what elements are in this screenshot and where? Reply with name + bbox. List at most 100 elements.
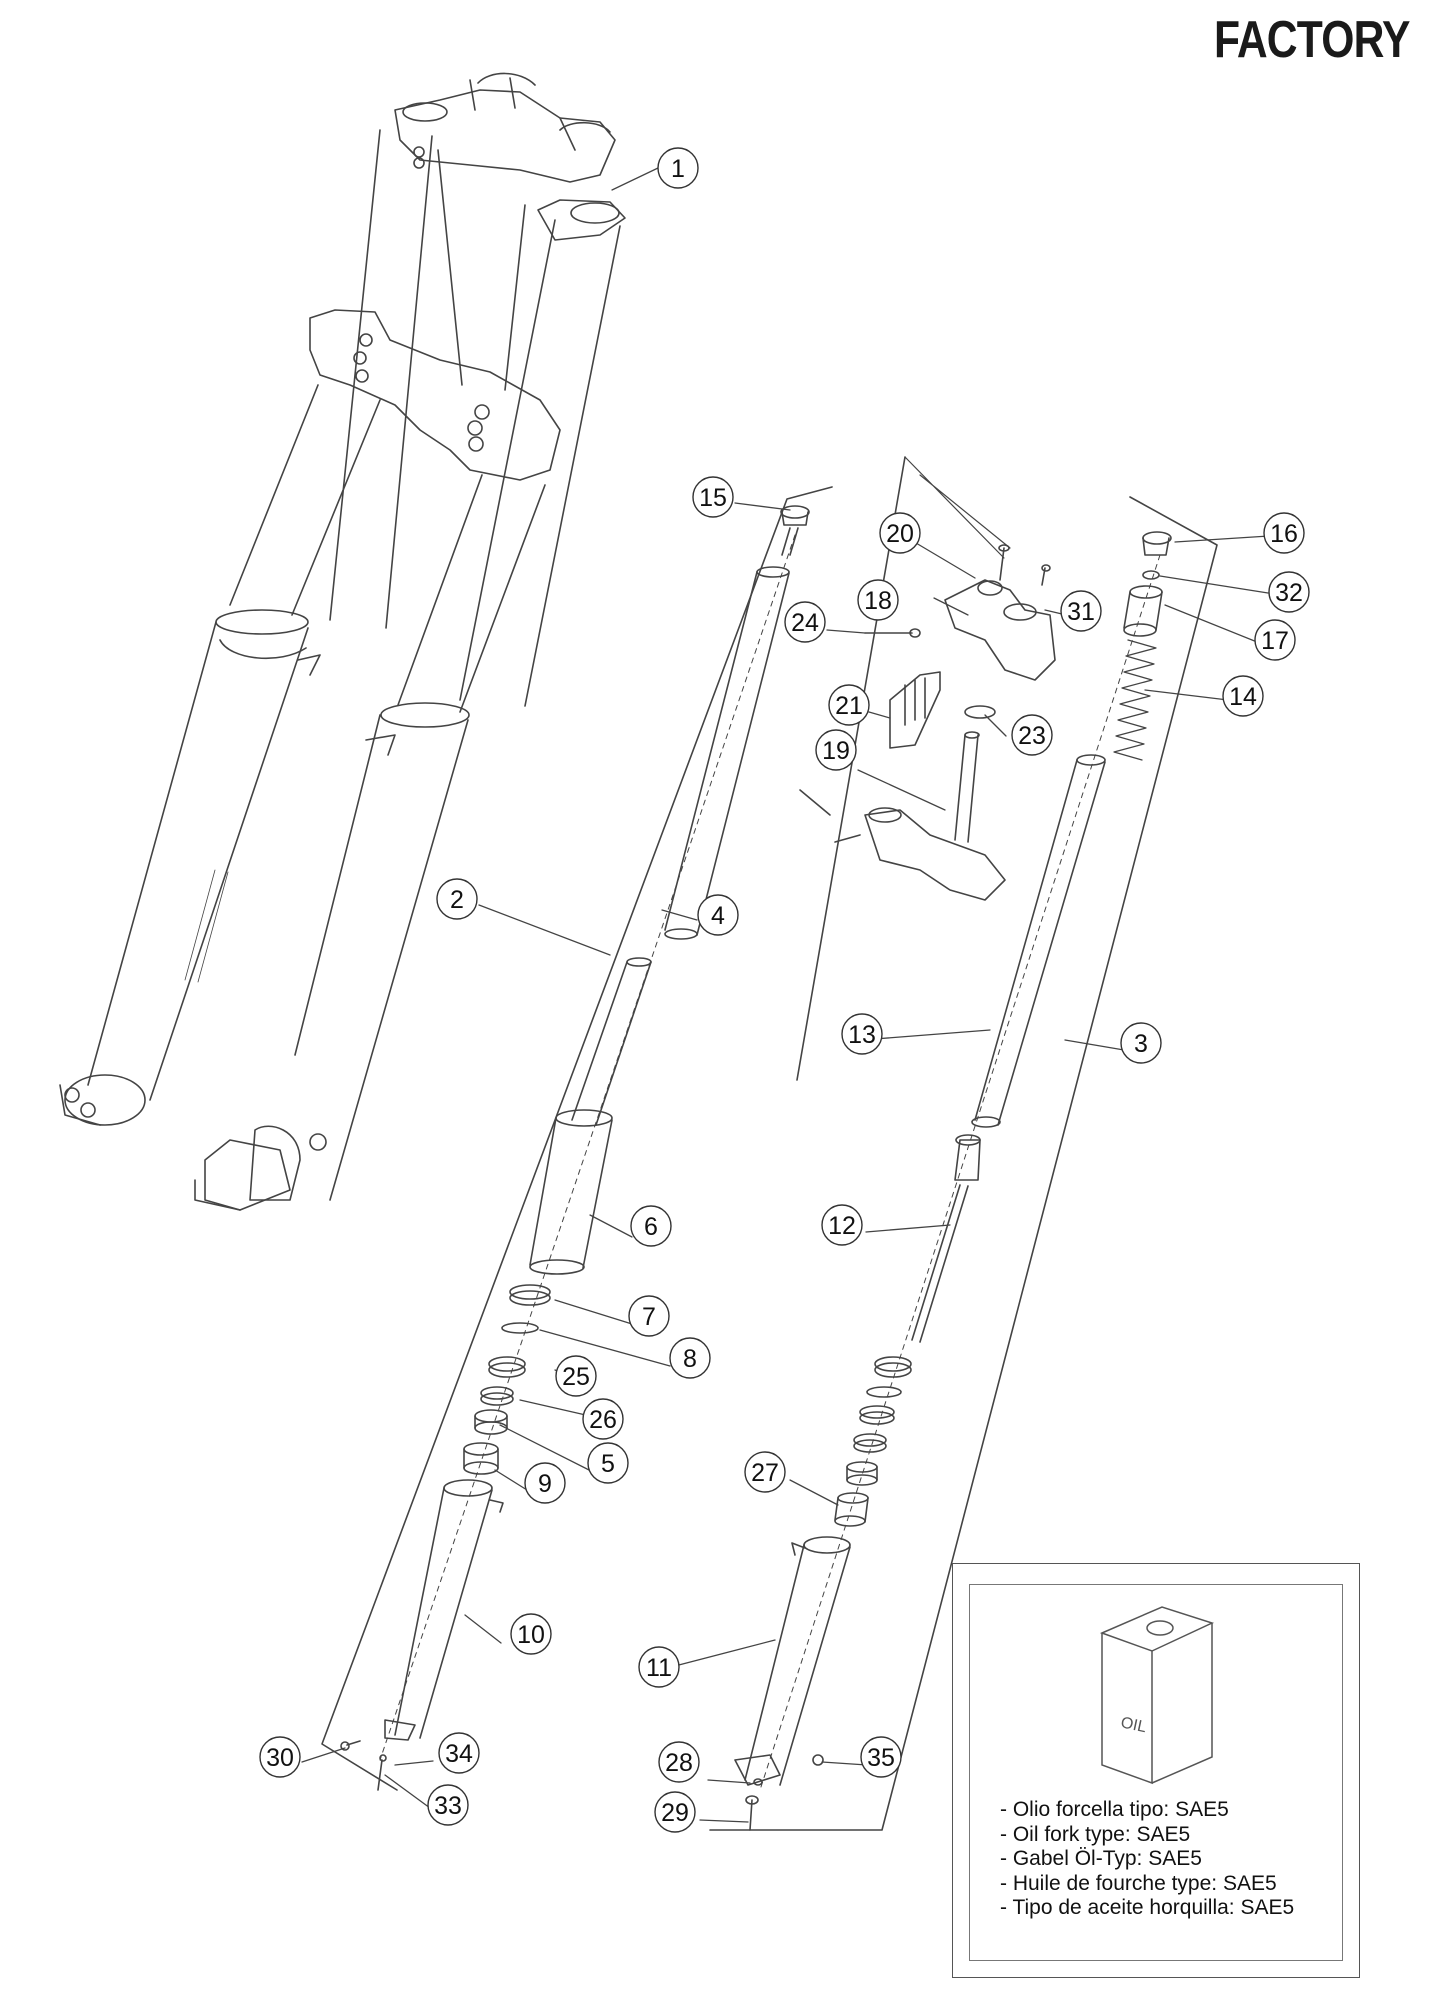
callout-4: 4 [697,894,739,936]
callout-number: 23 [1018,722,1046,750]
oil-note-it: Olio forcella tipo: SAE5 [1000,1798,1294,1823]
callout-17: 17 [1254,619,1296,661]
callout-circle [524,1462,566,1504]
callout-1: 1 [657,147,699,189]
callout-13: 13 [841,1013,883,1055]
oil-note-en: Oil fork type: SAE5 [1000,1823,1294,1848]
callout-number: 21 [835,692,863,720]
callout-number: 30 [266,1744,294,1772]
callout-number: 9 [538,1470,552,1498]
callout-31: 31 [1060,590,1102,632]
oil-note-de: Gabel Öl-Typ: SAE5 [1000,1847,1294,1872]
oil-note-box: OIL Olio forcella tipo: SAE5 Oil fork ty… [952,1563,1360,1978]
callout-circle [587,1442,629,1484]
brand-logo-text: FACTORY [1214,11,1410,69]
callout-6: 6 [630,1205,672,1247]
oil-note-es: Tipo de aceite horquilla: SAE5 [1000,1896,1294,1921]
callout-circle [879,512,921,554]
callout-19: 19 [815,729,857,771]
assembled-fork [59,72,626,1211]
callout-number: 28 [665,1749,693,1777]
callout-number: 31 [1067,598,1095,626]
callout-number: 25 [562,1363,590,1391]
steering-assembly [796,456,1056,1081]
callout-circle [744,1451,786,1493]
callout-35: 35 [860,1736,902,1778]
callout-number: 6 [644,1213,658,1241]
callout-circle [692,476,734,518]
callout-circle [860,1736,902,1778]
callout-21: 21 [828,684,870,726]
callout-number: 33 [434,1792,462,1820]
callout-number: 14 [1229,683,1257,711]
callout-23: 23 [1011,714,1053,756]
callout-circle [630,1205,672,1247]
callout-16: 16 [1263,512,1305,554]
callout-5: 5 [587,1442,629,1484]
callout-circle [658,1741,700,1783]
callout-number: 27 [751,1459,779,1487]
callout-circle [1011,714,1053,756]
callout-circle [638,1646,680,1688]
callout-33: 33 [427,1784,469,1826]
callout-circle [628,1295,670,1337]
callout-circle [1254,619,1296,661]
callout-circle [828,684,870,726]
callout-14: 14 [1222,675,1264,717]
callout-circle [697,894,739,936]
callout-15: 15 [692,476,734,518]
callout-number: 10 [517,1621,545,1649]
callout-circle [815,729,857,771]
callout-circle [1060,590,1102,632]
callout-3: 3 [1120,1022,1162,1064]
callout-7: 7 [628,1295,670,1337]
oil-type-notes: Olio forcella tipo: SAE5 Oil fork type: … [1000,1798,1294,1921]
callout-28: 28 [658,1741,700,1783]
callout-circle [657,147,699,189]
callout-number: 20 [886,520,914,548]
callout-number: 24 [791,609,819,637]
callout-circle [555,1355,597,1397]
callout-number: 3 [1134,1030,1148,1058]
callout-10: 10 [510,1613,552,1655]
callout-circle [1120,1022,1162,1064]
callout-circle [857,579,899,621]
callout-30: 30 [259,1736,301,1778]
callout-number: 12 [828,1212,856,1240]
callout-number: 11 [646,1654,672,1682]
callout-2: 2 [436,878,478,920]
oil-can-label: OIL [1119,1714,1148,1736]
callout-9: 9 [524,1462,566,1504]
callout-number: 5 [601,1450,615,1478]
callout-25: 25 [555,1355,597,1397]
callout-number: 16 [1270,520,1298,548]
callout-number: 29 [661,1799,689,1827]
callout-29: 29 [654,1791,696,1833]
callout-20: 20 [879,512,921,554]
callout-circle [582,1398,624,1440]
callout-circle [510,1613,552,1655]
callout-number: 34 [445,1740,473,1768]
exploded-right-leg [709,496,1218,1831]
callout-18: 18 [857,579,899,621]
callout-number: 19 [822,737,850,765]
callout-number: 18 [864,587,892,615]
callout-number: 17 [1261,627,1289,655]
callout-24: 24 [784,601,826,643]
callout-number: 1 [671,155,685,183]
callout-circle [1268,571,1310,613]
exploded-left-leg [321,486,833,1791]
callout-group: 1234567891011121314151617181920212324252… [259,147,1310,1833]
callout-circle [259,1736,301,1778]
callout-number: 32 [1275,579,1303,607]
oil-note-inner-frame: OIL Olio forcella tipo: SAE5 Oil fork ty… [969,1584,1343,1961]
callout-number: 8 [683,1345,697,1373]
callout-circle [841,1013,883,1055]
callout-number: 4 [711,902,725,930]
callout-number: 35 [867,1744,895,1772]
callout-circle [1222,675,1264,717]
callout-circle [784,601,826,643]
callout-11: 11 [638,1646,680,1688]
callout-8: 8 [669,1337,711,1379]
